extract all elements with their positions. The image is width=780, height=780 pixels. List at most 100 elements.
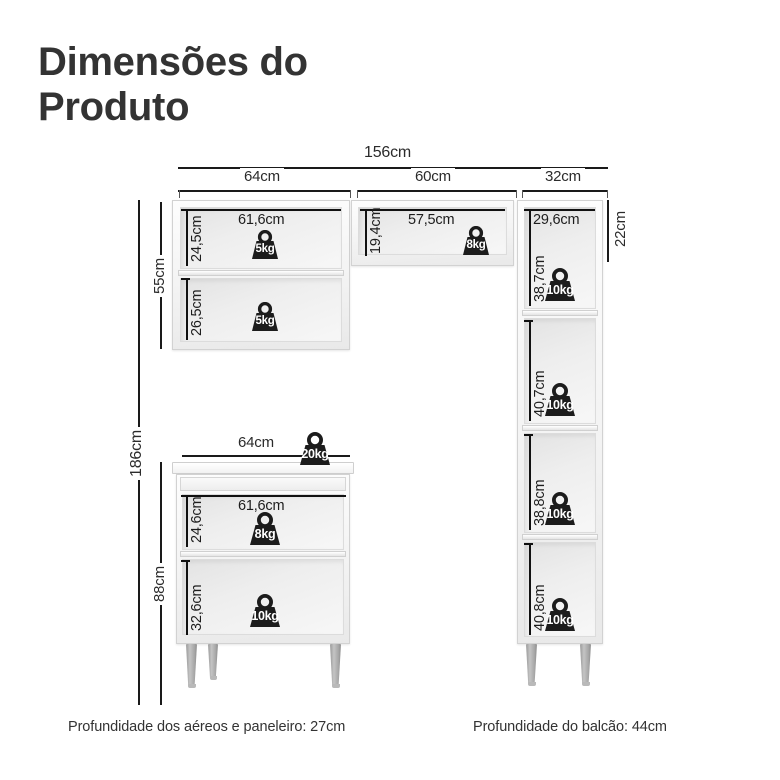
ct-bottom-cap [181, 560, 190, 562]
segment-tick-1b [350, 190, 351, 198]
um-width-rule [365, 209, 505, 211]
counter-leg-1 [186, 644, 197, 686]
weight-badge-um: 8kg [456, 226, 496, 256]
segment-tick-3a [522, 190, 523, 198]
segment-label-64cm: 64cm [240, 168, 284, 185]
segment-label-60cm: 60cm [411, 168, 455, 185]
ul-top-width-label: 61,6cm [238, 212, 285, 228]
ct-top-height-label: 24,6cm [189, 496, 205, 543]
page-title-line-1: Dimensões do [38, 40, 308, 84]
um-height-line [365, 209, 367, 256]
footer-note-left: Profundidade dos aéreos e paneleiro: 27c… [68, 719, 346, 735]
counter-top-band [180, 477, 346, 491]
segment-label-32cm: 32cm [541, 168, 585, 185]
tall-column [517, 200, 603, 644]
ct-width-rule [186, 495, 346, 497]
total-width-rule [178, 167, 608, 169]
page-title: Dimensões do Produto [38, 40, 438, 130]
tc-width-label: 29,6cm [533, 212, 580, 228]
tall-column-leg-cap-2 [582, 682, 590, 686]
weight-icon [250, 594, 280, 627]
weight-icon [252, 302, 278, 331]
weight-badge-tc3: 10kg [537, 492, 583, 526]
weight-icon [300, 432, 330, 465]
lower-height-label: 88cm [151, 563, 168, 605]
ul-top-height-line [186, 209, 188, 266]
weight-badge-tc1-text: 10kg [546, 283, 574, 297]
weight-badge-counter-top-text: 20kg [301, 447, 329, 461]
weight-badge-ct-bottom: 10kg [242, 594, 288, 628]
counter-leg-cap-3 [332, 684, 340, 688]
um-height-label: 19,4cm [368, 207, 384, 254]
tc2-cap [524, 320, 533, 322]
tall-column-leg-2 [580, 644, 591, 684]
weight-badge-tc1: 10kg [537, 268, 583, 302]
upper-left-shelf-divider [178, 270, 344, 276]
weight-badge-ct-top: 8kg [242, 512, 288, 546]
total-height-label: 186cm [128, 426, 146, 480]
tc4-cap [524, 543, 533, 545]
weight-badge-tc4-text: 10kg [546, 613, 574, 627]
weight-badge-ul-top-text: 5kg [255, 243, 275, 255]
tc1-height-line [529, 209, 531, 306]
segment-rule-1 [178, 190, 351, 192]
ul-bottom-cap [181, 278, 190, 280]
segment-rule-2 [357, 190, 517, 192]
weight-badge-tc2: 10kg [537, 383, 583, 417]
um-width-cap-left [360, 209, 369, 211]
right-depth-line [607, 200, 609, 262]
counter-cabinet [172, 462, 354, 644]
weight-badge-ul-bottom: 5kg [245, 302, 285, 332]
ct-bottom-height-line [186, 560, 188, 635]
ul-top-width-cap-left [181, 209, 190, 211]
tall-column-shelf-3 [522, 534, 598, 540]
weight-icon [545, 268, 575, 301]
tall-column-shelf-1 [522, 310, 598, 316]
counter-leg-3 [330, 644, 341, 686]
weight-badge-tc2-text: 10kg [546, 398, 574, 412]
total-width-label: 156cm [360, 144, 416, 162]
ul-top-width-rule [186, 209, 341, 211]
weight-icon [545, 492, 575, 525]
tc2-height-line [529, 320, 531, 421]
right-depth-label: 22cm [612, 208, 629, 250]
counter-leg-2 [208, 644, 218, 678]
weight-badge-counter-top: 20kg [292, 432, 338, 466]
segment-tick-2b [516, 190, 517, 198]
weight-icon [250, 512, 280, 545]
segment-rule-3 [522, 190, 608, 192]
tc3-height-line [529, 434, 531, 530]
counter-width-label: 64cm [234, 434, 278, 451]
counter-width-rule [182, 455, 350, 457]
ul-bottom-height-line [186, 278, 188, 340]
ct-width-cap [181, 495, 190, 497]
tall-column-leg-cap-1 [528, 682, 536, 686]
tall-column-shelf-2 [522, 425, 598, 431]
weight-badge-tc3-text: 10kg [546, 507, 574, 521]
counter-leg-cap-1 [188, 684, 196, 688]
weight-badge-ct-top-text: 8kg [254, 527, 276, 541]
tc-width-rule [529, 209, 595, 211]
weight-badge-um-text: 8kg [466, 239, 486, 251]
segment-tick-3b [607, 190, 608, 198]
ul-bottom-height-label: 26,5cm [189, 289, 205, 336]
page-title-line-2: Produto [38, 84, 190, 129]
segment-tick-2a [357, 190, 358, 198]
weight-icon [463, 226, 489, 255]
upper-height-label: 55cm [151, 255, 168, 297]
weight-badge-tc4: 10kg [537, 598, 583, 632]
segment-tick-1a [179, 190, 180, 198]
ct-width-label: 61,6cm [238, 498, 285, 514]
counter-shelf-divider [180, 551, 346, 557]
tc4-height-line [529, 543, 531, 635]
counter-leg-cap-2 [210, 676, 217, 680]
weight-icon [545, 383, 575, 416]
ct-bottom-height-label: 32,6cm [189, 584, 205, 631]
tc1-cap [524, 209, 533, 211]
footer-note-right: Profundidade do balcão: 44cm [473, 719, 667, 735]
um-width-label: 57,5cm [408, 212, 455, 228]
tall-column-leg-1 [526, 644, 537, 684]
weight-icon [252, 230, 278, 259]
weight-badge-ct-bottom-text: 10kg [251, 609, 279, 623]
